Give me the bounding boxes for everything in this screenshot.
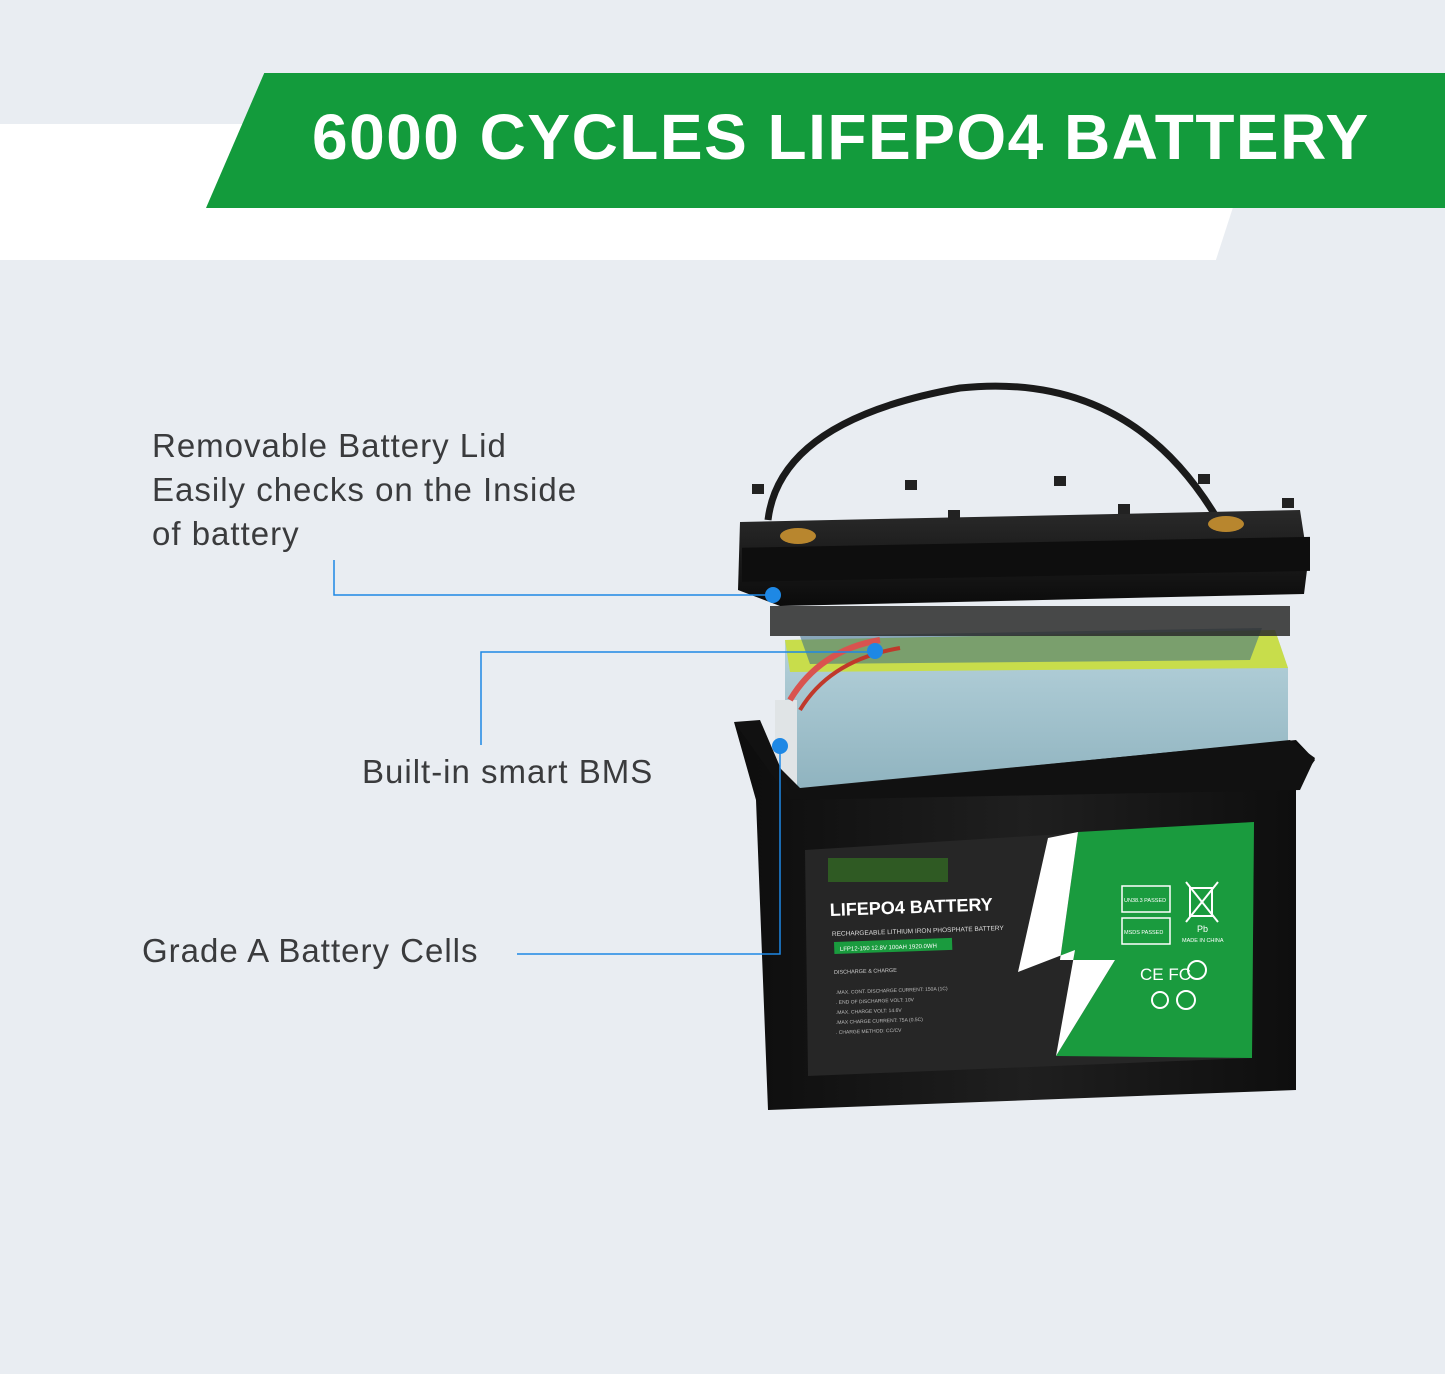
label-made-in: MADE IN CHINA bbox=[1182, 938, 1224, 944]
callout-lid-text: Removable Battery Lid Easily checks on t… bbox=[152, 424, 577, 556]
label-cert-un: UN38.3 PASSED bbox=[1124, 898, 1166, 904]
callout-lid-line1: Removable Battery Lid bbox=[152, 427, 507, 464]
lid-handle bbox=[764, 382, 1222, 522]
battery-lid bbox=[738, 474, 1310, 636]
callout-cells-text: Grade A Battery Cells bbox=[142, 932, 479, 969]
label-spec-5: . CHARGE METHOD: CC/CV bbox=[836, 1028, 902, 1036]
label-model-badge bbox=[834, 937, 953, 954]
callout-lid-line2: Easily checks on the Inside bbox=[152, 471, 578, 508]
label-pb: Pb bbox=[1197, 924, 1208, 934]
banner-title: 6000 CYCLES LIFEPO4 BATTERY bbox=[312, 101, 1370, 173]
recycle-icon bbox=[1151, 991, 1169, 1009]
label-spec-list: .MAX. CONT. DISCHARGE CURRENT: 150A (1C)… bbox=[836, 986, 948, 1036]
label-spec-heading: DISCHARGE & CHARGE bbox=[834, 968, 897, 976]
label-spec-4: .MAX CHARGE CURRENT: 75A (0.5C) bbox=[836, 1017, 923, 1026]
ce-fc-mark: CE FC bbox=[1140, 965, 1191, 984]
weee-bin-icon bbox=[1185, 881, 1219, 923]
label-spec-2: . END OF DISCHARGE VOLT: 10V bbox=[836, 997, 915, 1006]
label-model: LFP12-150 12.8V 100AH 1920.0WH bbox=[840, 944, 937, 953]
leader-line-bms bbox=[480, 651, 874, 745]
leader-line-cells bbox=[517, 745, 781, 955]
certification-marks: UN38.3 PASSED MSDS PASSED Pb MADE IN CHI… bbox=[1121, 881, 1224, 1010]
leader-line-lid bbox=[333, 560, 772, 596]
callout-leader-lines bbox=[333, 560, 874, 955]
callout-lid-line3: of battery bbox=[152, 515, 300, 552]
battery-cell-block bbox=[775, 628, 1288, 790]
callout-dot-cells bbox=[772, 738, 788, 754]
callout-dot-bms bbox=[867, 643, 883, 659]
callout-dot-lid bbox=[765, 587, 781, 603]
un38-badge bbox=[1121, 885, 1171, 913]
label-spec-1: .MAX. CONT. DISCHARGE CURRENT: 150A (1C) bbox=[836, 986, 948, 996]
flame-warning-icon bbox=[1176, 990, 1196, 1010]
title-banner bbox=[206, 73, 1445, 208]
callout-bms-text: Built-in smart BMS bbox=[362, 753, 654, 790]
label-spec-3: .MAX. CHARGE VOLT: 14.6V bbox=[836, 1008, 903, 1016]
check-mark-icon bbox=[1187, 960, 1207, 980]
msds-badge bbox=[1121, 917, 1171, 945]
label-cert-msds: MSDS PASSED bbox=[1124, 930, 1163, 936]
